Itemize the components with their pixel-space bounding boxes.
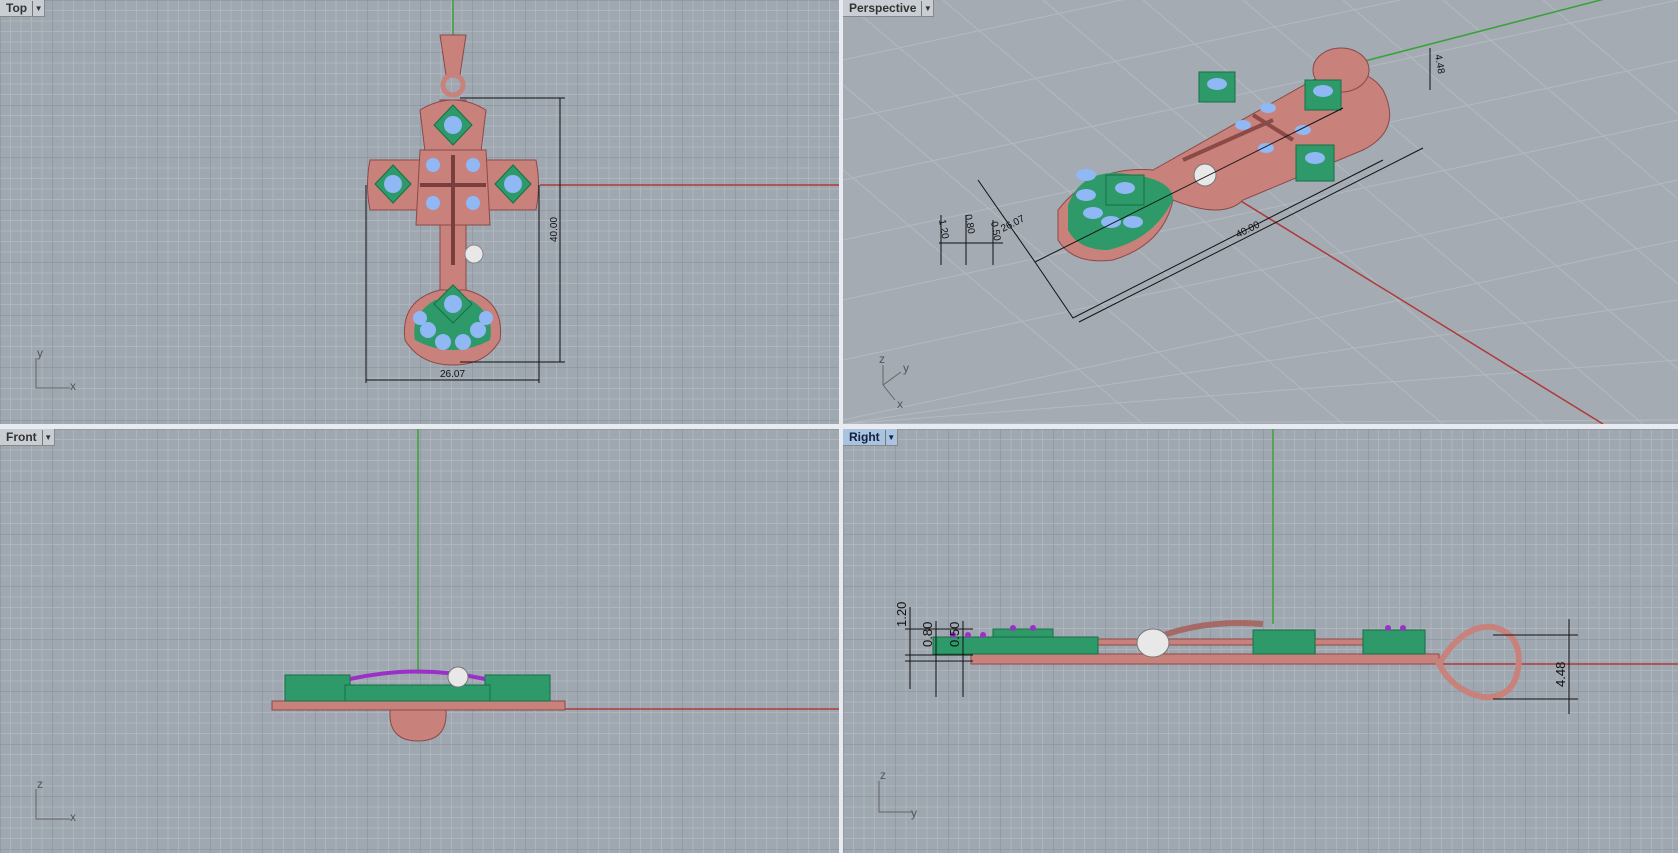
dimension-h2-label: 0.80 — [920, 622, 935, 647]
viewport-front-label[interactable]: Front ▼ — [0, 429, 55, 446]
dropdown-arrow-icon[interactable]: ▼ — [921, 0, 933, 16]
right-view-canvas[interactable]: 1.20 0.80 0.50 4.48 z y — [843, 429, 1678, 853]
viewport-title: Right — [849, 430, 880, 444]
viewport-top[interactable]: Top ▼ — [0, 0, 839, 424]
dimension-bail-label: 4.48 — [1553, 662, 1568, 687]
dimension-height-label: 40.00 — [549, 217, 560, 242]
dimension-height — [460, 97, 565, 363]
viewport-perspective-label[interactable]: Perspective ▼ — [843, 0, 935, 17]
viewport-right[interactable]: Right ▼ 1.20 0.80 0.50 4.48 z y — [843, 429, 1678, 853]
dropdown-arrow-icon[interactable]: ▼ — [41, 429, 54, 445]
axis-label-y: y — [911, 806, 917, 820]
dimension-h1-label: 1.20 — [936, 219, 950, 241]
dimension-h3-label: 0.50 — [947, 622, 962, 647]
y-axis-line — [1329, 0, 1604, 71]
axis-gizmo — [878, 781, 913, 813]
axis-label-x: x — [70, 379, 76, 393]
axis-label-y: y — [37, 346, 43, 360]
axis-label-z: z — [880, 768, 886, 782]
viewport-title: Perspective — [849, 1, 917, 15]
perspective-view-canvas[interactable]: 40.00 26.07 1.20 0.80 0.50 4.48 z y x — [843, 0, 1678, 424]
axis-gizmo — [35, 789, 70, 820]
axis-gizmo — [35, 358, 70, 389]
viewport-right-label[interactable]: Right ▼ — [843, 429, 898, 446]
dimension-width-label: 26.07 — [440, 369, 465, 380]
axis-gizmo — [882, 365, 902, 401]
front-view-canvas[interactable]: z x — [0, 429, 839, 853]
pendant-perspective-view — [1057, 47, 1391, 262]
viewport-top-label[interactable]: Top ▼ — [0, 0, 46, 17]
pendant-front-view — [271, 666, 566, 742]
dimension-h1-label: 1.20 — [894, 602, 909, 627]
viewport-front[interactable]: Front ▼ z x — [0, 429, 839, 853]
axis-label-x: x — [70, 810, 76, 824]
viewport-title: Top — [6, 1, 28, 15]
pendant-top-view — [367, 34, 539, 366]
dimension-lines — [905, 607, 1578, 714]
top-view-canvas[interactable]: 40.00 26.07 y x — [0, 0, 839, 424]
axis-label-z: z — [37, 777, 43, 791]
dimension-h2-label: 0.80 — [962, 214, 976, 236]
pendant-right-view — [932, 620, 1522, 701]
dimension-h3-label: 0.50 — [988, 221, 1002, 243]
dimension-bail-label: 4.48 — [1432, 54, 1446, 76]
axis-label-x: x — [897, 397, 903, 411]
dimension-lines — [939, 48, 1431, 323]
axis-label-y: y — [903, 361, 909, 375]
viewport-title: Front — [6, 430, 37, 444]
dimension-width — [365, 185, 540, 383]
axis-label-z: z — [879, 352, 885, 366]
viewport-perspective[interactable]: Perspective ▼ — [843, 0, 1678, 424]
dropdown-arrow-icon[interactable]: ▼ — [32, 0, 44, 16]
x-axis-line — [1222, 189, 1604, 424]
dropdown-arrow-icon[interactable]: ▼ — [884, 429, 897, 445]
